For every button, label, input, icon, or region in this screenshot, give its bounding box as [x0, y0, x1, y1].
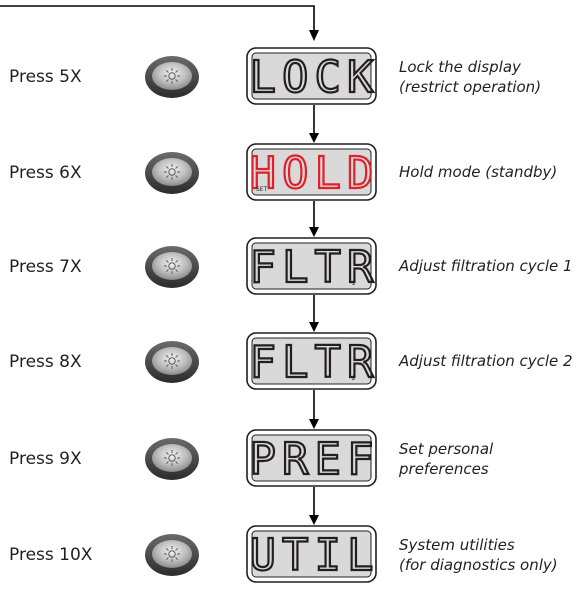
- steps-group: Press 5X LOCK Lock the display (restrict op…: [9, 47, 573, 583]
- lcd-readout-text: PREF: [250, 434, 380, 485]
- step-description: (restrict operation): [399, 78, 541, 96]
- flow-arrowhead: [309, 133, 319, 143]
- light-sun-icon: [164, 353, 180, 369]
- step-description: (for diagnostics only): [399, 556, 558, 574]
- lcd-set-indicator: SET: [256, 186, 268, 193]
- lcd-screen: [251, 337, 372, 385]
- lcd-screen: [251, 530, 372, 578]
- step-description: Adjust filtration cycle 2: [398, 352, 573, 370]
- button-face: [152, 158, 192, 186]
- lcd-outer-frame: [246, 47, 377, 105]
- lcd-outer-frame: [246, 429, 377, 487]
- step-row: Press 10X UTIL System utilities (for diagno…: [9, 525, 558, 583]
- step-row: Press 9X PREF Set personal preferences: [9, 429, 494, 525]
- lcd-subscript: 1: [352, 280, 356, 287]
- lcd-outer-frame: [246, 525, 377, 583]
- light-sun-icon: [164, 164, 180, 180]
- button-face: [152, 540, 192, 568]
- lcd-readout-text: UTIL: [250, 530, 380, 581]
- panel-button[interactable]: [145, 56, 199, 98]
- button-face: [152, 252, 192, 280]
- press-count-label: Press 6X: [9, 163, 82, 183]
- press-count-label: Press 7X: [9, 257, 82, 277]
- lcd-display: LOCK: [246, 47, 380, 105]
- entry-arrowhead: [309, 30, 319, 41]
- step-description: preferences: [398, 460, 489, 478]
- step-description: Set personal: [399, 440, 494, 458]
- press-count-label: Press 10X: [9, 545, 93, 565]
- lcd-readout-text: FLTR: [250, 242, 380, 293]
- light-sun-icon: [164, 450, 180, 466]
- panel-button[interactable]: [145, 152, 199, 194]
- step-description: System utilities: [399, 536, 515, 554]
- button-face: [152, 444, 192, 472]
- panel-button[interactable]: [145, 534, 199, 576]
- lcd-readout-text: FLTR: [250, 337, 380, 388]
- lcd-outer-frame: [246, 143, 377, 201]
- lcd-display: UTIL: [246, 525, 380, 583]
- button-face: [152, 62, 192, 90]
- lcd-screen: [251, 242, 372, 290]
- entry-connector: [0, 5, 315, 32]
- lcd-readout-text: HOLD: [250, 148, 380, 199]
- lcd-screen: [251, 434, 372, 482]
- lcd-outer-frame: [246, 332, 377, 390]
- step-description: Hold mode (standby): [399, 163, 557, 181]
- flow-arrowhead: [309, 419, 319, 429]
- lcd-screen: [251, 52, 372, 100]
- step-description: Adjust filtration cycle 1: [398, 257, 573, 275]
- step-description: Lock the display: [399, 58, 522, 76]
- flow-arrowhead: [309, 515, 319, 525]
- step-row: Press 5X LOCK Lock the display (restrict op…: [9, 47, 541, 143]
- lcd-screen: [251, 148, 372, 196]
- press-count-label: Press 9X: [9, 449, 82, 469]
- panel-button[interactable]: [145, 341, 199, 383]
- light-sun-icon: [164, 258, 180, 274]
- flow-arrowhead: [309, 322, 319, 332]
- lcd-readout-text: LOCK: [250, 52, 380, 103]
- lcd-display: PREF: [246, 429, 380, 487]
- button-face: [152, 347, 192, 375]
- flow-arrowhead: [309, 227, 319, 237]
- press-count-label: Press 5X: [9, 67, 82, 87]
- panel-button[interactable]: [145, 438, 199, 480]
- press-count-label: Press 8X: [9, 352, 82, 372]
- lcd-subscript: 2: [352, 375, 356, 382]
- panel-button[interactable]: [145, 246, 199, 288]
- lcd-outer-frame: [246, 237, 377, 295]
- light-sun-icon: [164, 546, 180, 562]
- light-sun-icon: [164, 68, 180, 84]
